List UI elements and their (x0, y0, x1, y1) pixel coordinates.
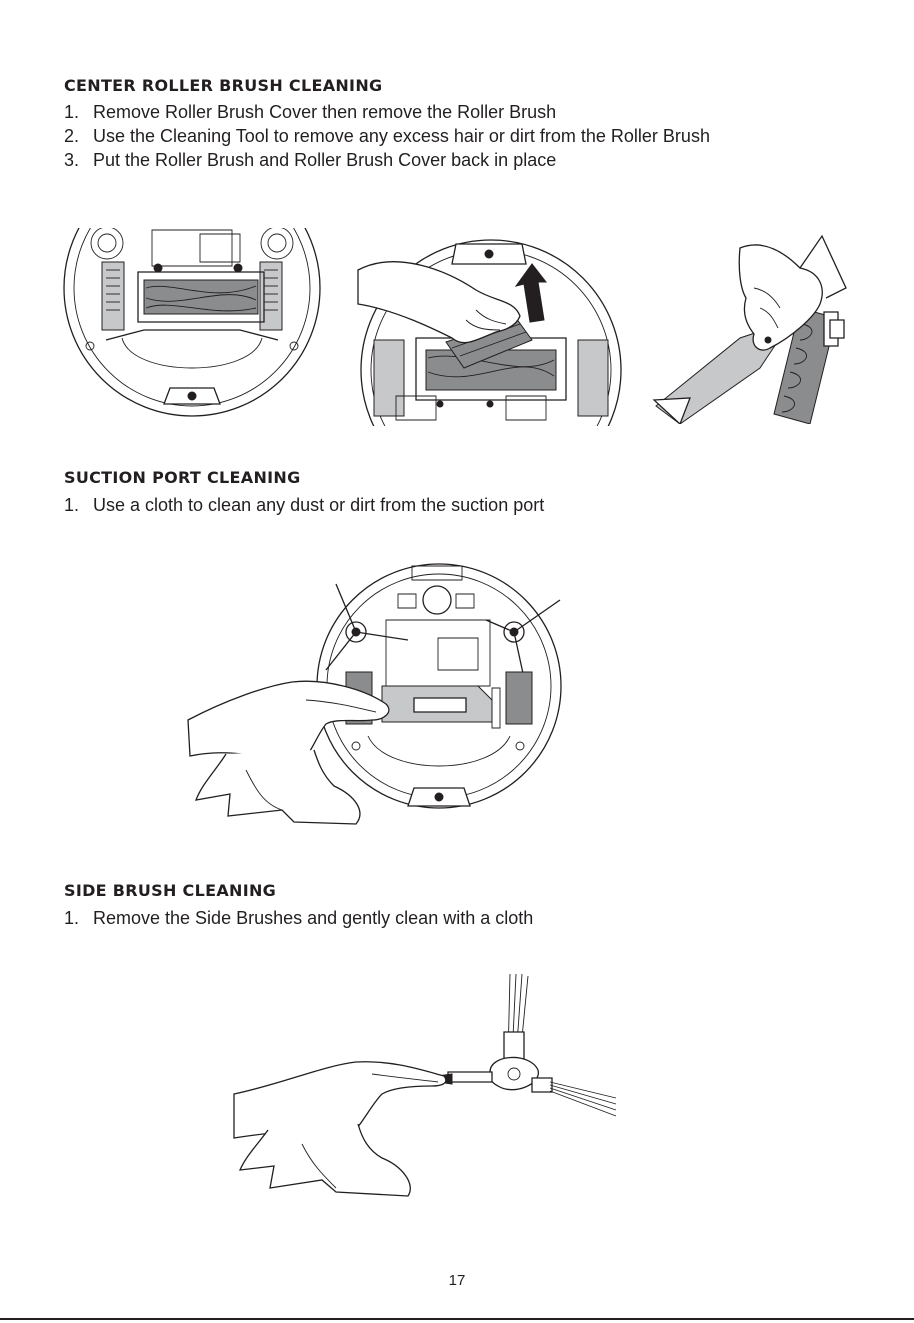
section-title-suction-port: SUCTION PORT CLEANING (64, 468, 301, 487)
step-number: 2. (64, 126, 80, 146)
step-number: 1. (64, 908, 80, 928)
remove-roller-brush-illustration (356, 230, 626, 426)
suction-step-1: 1. Use a cloth to clean any dust or dirt … (64, 493, 544, 517)
side-brush-cleaning-illustration (232, 974, 624, 1204)
roller-steps-list: 1. Remove Roller Brush Cover then remove … (64, 100, 710, 172)
robot-underside-roller-illustration (62, 228, 322, 424)
roller-step-2: 2. Use the Cleaning Tool to remove any ex… (64, 124, 710, 148)
step-number: 1. (64, 102, 80, 122)
step-text: Put the Roller Brush and Roller Brush Co… (93, 150, 557, 170)
side-steps-list: 1. Remove the Side Brushes and gently cle… (64, 906, 533, 930)
page-number: 17 (448, 1272, 466, 1289)
step-text: Use the Cleaning Tool to remove any exce… (93, 126, 710, 146)
step-number: 3. (64, 150, 80, 170)
section-title-center-roller-brush: CENTER ROLLER BRUSH CLEANING (64, 76, 383, 95)
roller-step-1: 1. Remove Roller Brush Cover then remove … (64, 100, 710, 124)
roller-step-3: 3. Put the Roller Brush and Roller Brush … (64, 148, 710, 172)
cleaning-tool-illustration (650, 228, 860, 424)
section-title-side-brush: SIDE BRUSH CLEANING (64, 881, 277, 900)
suction-port-cleaning-illustration (186, 560, 566, 826)
step-number: 1. (64, 495, 80, 515)
step-text: Remove the Side Brushes and gently clean… (93, 908, 534, 928)
bottom-divider (0, 1318, 914, 1320)
suction-steps-list: 1. Use a cloth to clean any dust or dirt … (64, 493, 544, 517)
step-text: Use a cloth to clean any dust or dirt fr… (93, 495, 545, 515)
step-text: Remove Roller Brush Cover then remove th… (93, 102, 557, 122)
side-step-1: 1. Remove the Side Brushes and gently cle… (64, 906, 533, 930)
